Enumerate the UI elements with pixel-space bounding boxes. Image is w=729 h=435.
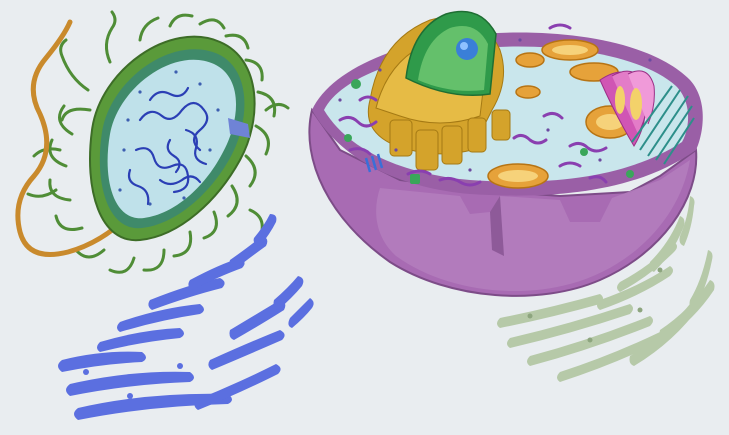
nucleolus-highlight — [460, 42, 468, 50]
cell-nucleolus — [456, 38, 478, 60]
